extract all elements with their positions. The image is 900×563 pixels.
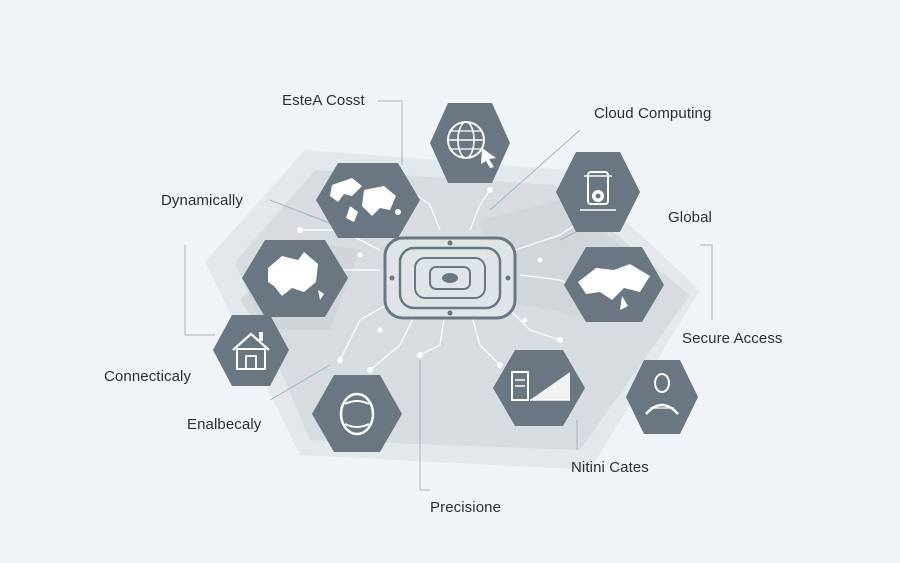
label-secure-access: Secure Access [682, 330, 783, 347]
label-global: Global [668, 209, 712, 226]
label-cloud-computing: Cloud Computing [594, 105, 712, 122]
house-icon [213, 315, 289, 386]
world-map-right-icon [564, 247, 664, 322]
globe-outline-icon [312, 375, 402, 452]
circuit-traces [299, 189, 601, 371]
label-nitini-cates: Nitini Cates [571, 459, 649, 476]
australia-map-icon [242, 240, 348, 317]
mobile-device-icon [556, 152, 640, 232]
label-cost: EsteA Cosst [282, 92, 365, 109]
globe-cursor-icon [430, 103, 510, 183]
user-profile-icon [626, 360, 698, 434]
data-card-icon [493, 350, 585, 426]
processor-chip-icon [383, 236, 517, 320]
label-dynamically: Dynamically [161, 192, 243, 209]
label-enabecaly: Enalbecaly [187, 416, 262, 433]
label-precisione: Precisione [430, 499, 502, 516]
label-connectically: Connecticaly [104, 368, 192, 385]
world-map-icon [316, 163, 420, 238]
